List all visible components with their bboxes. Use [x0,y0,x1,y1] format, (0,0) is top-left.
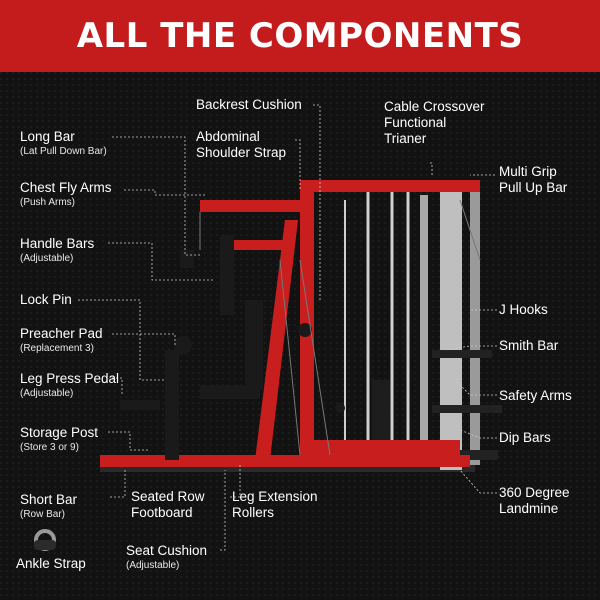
label-title: Landmine [499,501,559,516]
label-title: Pull Up Bar [499,180,568,195]
label-title: Abdominal [196,129,260,144]
label-title: Seated Row [131,489,205,504]
label-title: Multi Grip [499,164,557,179]
red-frame [100,180,480,467]
cables [199,199,481,456]
label-title: Safety Arms [499,388,572,403]
label-dip-bars: Dip Bars [499,430,551,446]
label-abdominal-strap: Abdominal Shoulder Strap [196,129,286,161]
label-seat-cushion: Seat Cushion (Adjustable) [126,543,207,572]
label-subtitle: (Store 3 or 9) [20,442,79,453]
label-subtitle: (Push Arms) [20,197,76,208]
label-preacher-pad: Preacher Pad (Replacement 3) [20,326,103,355]
label-backrest-cushion: Backrest Cushion [196,97,302,113]
label-title: Ankle Strap [16,556,86,571]
label-cable-crossover: Cable Crossover Functional Trianer [384,99,485,147]
smith-rack [420,180,502,470]
label-j-hooks: J Hooks [499,302,548,318]
label-leg-press: Leg Press Pedal (Adjustable) [20,371,119,400]
label-leg-extension: Leg Extension Rollers [232,489,318,521]
label-subtitle: (Adjustable) [20,253,74,264]
label-short-bar: Short Bar (Row Bar) [20,492,77,521]
label-title: Leg Extension [232,489,318,504]
label-title: Dip Bars [499,430,551,445]
ankle-strap-icon [34,529,56,551]
label-storage-post: Storage Post (Store 3 or 9) [20,425,98,454]
label-safety-arms: Safety Arms [499,388,572,404]
label-title: Smith Bar [499,338,559,353]
label-title: Handle Bars [20,236,95,251]
label-title: Storage Post [20,425,99,440]
label-subtitle: (Row Bar) [20,509,66,520]
label-title: Chest Fly Arms [20,180,112,195]
label-handle-bars: Handle Bars (Adjustable) [20,236,94,265]
label-multi-grip: Multi Grip Pull Up Bar [499,164,567,196]
label-long-bar: Long Bar (Lat Pull Down Bar) [20,129,107,158]
title-banner: ALL THE COMPONENTS [0,0,600,72]
label-title: Short Bar [20,492,78,507]
label-title: Long Bar [20,129,75,144]
seat-and-pads [120,235,345,460]
leader-lines [78,104,497,551]
label-seated-row: Seated Row Footboard [131,489,205,521]
label-title: Backrest Cushion [196,97,302,112]
label-title: Preacher Pad [20,326,103,341]
label-landmine: 360 Degree Landmine [499,485,570,517]
label-lock-pin: Lock Pin [20,292,72,308]
label-title: Rollers [232,505,275,520]
label-subtitle: (Lat Pull Down Bar) [20,146,107,157]
label-title: Trianer [384,131,427,146]
label-smith-bar: Smith Bar [499,338,558,354]
label-subtitle: (Adjustable) [20,388,74,399]
label-title: Seat Cushion [126,543,208,558]
label-title: Footboard [131,505,193,520]
label-subtitle: (Replacement 3) [20,343,94,354]
label-title: Cable Crossover [384,99,485,114]
label-subtitle: (Adjustable) [126,560,180,571]
label-chest-fly: Chest Fly Arms (Push Arms) [20,180,112,209]
label-title: Shoulder Strap [196,145,287,160]
label-title: Lock Pin [20,292,72,307]
label-title: Functional [384,115,447,130]
page-title: ALL THE COMPONENTS [76,16,524,56]
label-title: J Hooks [499,302,548,317]
cable-columns [344,190,410,455]
label-ankle-strap: Ankle Strap [16,556,86,572]
label-title: Leg Press Pedal [20,371,120,386]
label-title: 360 Degree [499,485,570,500]
